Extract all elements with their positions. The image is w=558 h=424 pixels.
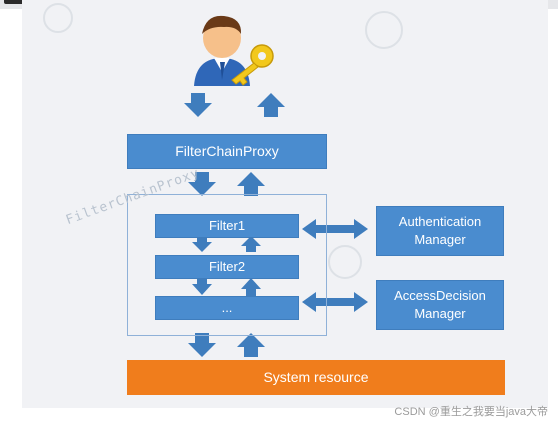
filter-more-box: ... [155,296,299,320]
arrow-down-filter2-to-more [192,277,212,295]
filter2-box: Filter2 [155,255,299,279]
arrow-down-to-resource [188,333,216,357]
authentication-manager-box: Authentication Manager [376,206,504,256]
filter-chain-proxy-box: FilterChainProxy [127,134,327,169]
arrow-down-to-proxy [184,93,212,117]
diagram-canvas [22,0,548,408]
csdn-watermark: CSDN @重生之我要当java大帝 [394,406,548,418]
flow-arrows [184,93,285,357]
arrow-up-filter2-to-filter1 [241,236,261,252]
arrow-up-from-resource [237,333,265,357]
arrow-up-from-proxy [257,93,285,117]
filter-chain-frame [127,194,327,336]
arrow-down-proxy-to-chain [188,172,216,196]
watermark-circles [43,3,403,279]
user-with-key-icon [194,15,274,86]
arrow-down-filter1-to-filter2 [192,236,212,252]
access-decision-manager-box: AccessDecision Manager [376,280,504,330]
arrow-up-chain-to-proxy [237,172,265,196]
double-arrow-more-access [302,292,368,312]
arrow-up-more-to-filter2 [241,278,261,296]
manager-links [302,219,368,312]
filter1-box: Filter1 [155,214,299,238]
system-resource-box: System resource [127,360,505,395]
double-arrow-filter1-auth [302,219,368,239]
